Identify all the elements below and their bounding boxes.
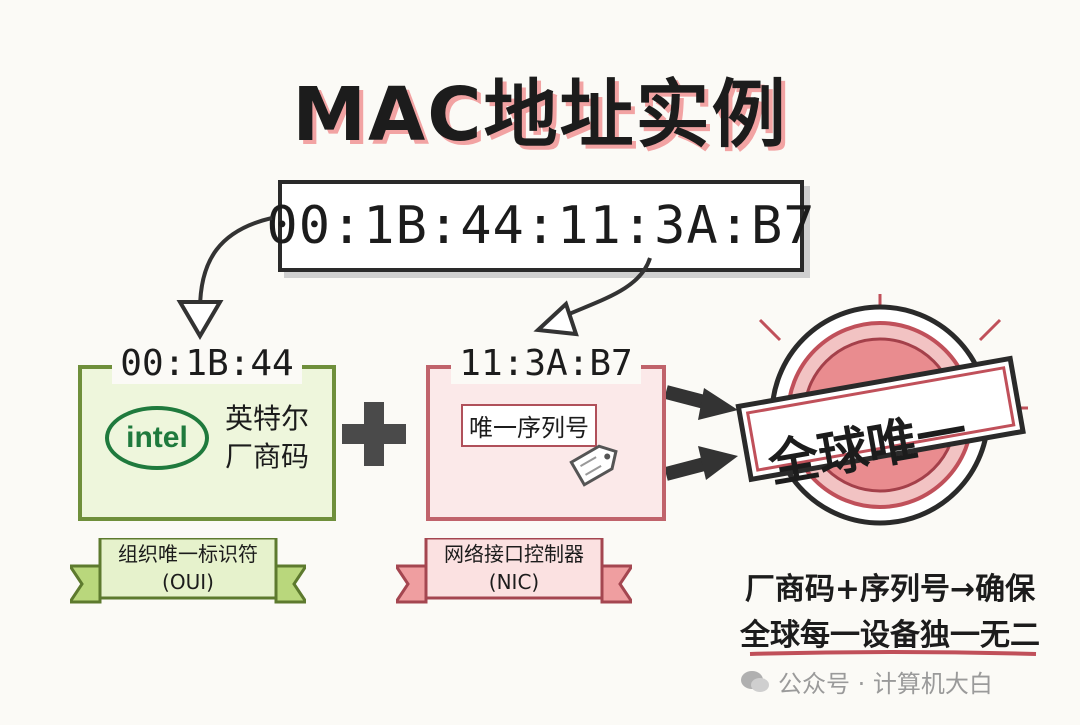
arrow-icon: [698, 446, 738, 480]
watermark-text: 公众号 · 计算机大白: [778, 670, 993, 698]
mac-address-box: 00:1B:44:11:3A:B7: [266, 180, 815, 272]
nic-banner-line2: (NIC): [488, 570, 540, 594]
arrow-icon: [176, 300, 224, 340]
nic-desc: 唯一序列号: [461, 404, 597, 447]
arrow-icon: [559, 257, 652, 320]
nic-value: 11:3A:B7: [451, 343, 641, 384]
summary-line-2: 全球每一设备独一无二: [740, 618, 1040, 653]
oui-banner-line1: 组织唯一标识符: [118, 542, 258, 566]
oui-banner-line2: (OUI): [162, 570, 214, 594]
oui-desc-line1: 英特尔: [224, 402, 309, 435]
arrow-icon: [698, 388, 738, 420]
oui-value: 00:1B:44: [112, 343, 302, 384]
nic-box: 11:3A:B7 唯一序列号: [426, 343, 666, 521]
arrow-icon: [533, 300, 579, 337]
summary-underline: [749, 650, 1037, 656]
nic-banner: 网络接口控制器 (NIC): [396, 538, 632, 610]
intel-logo: intel: [104, 406, 209, 470]
oui-desc-line2: 厂商码: [224, 440, 309, 473]
nic-banner-line1: 网络接口控制器: [444, 542, 584, 566]
oui-banner: 组织唯一标识符 (OUI): [70, 538, 306, 610]
plus-icon: [342, 402, 406, 466]
arrow-icon: [198, 216, 273, 311]
wechat-icon: [741, 670, 769, 692]
page-title: MAC地址实例: [292, 72, 788, 158]
oui-box: 00:1B:44 intel 英特尔 厂商码: [78, 343, 336, 521]
tag-icon: [569, 444, 618, 487]
summary-line-1: 厂商码+序列号→确保: [744, 572, 1036, 607]
global-unique-badge: [735, 294, 1028, 526]
watermark: 公众号 · 计算机大白: [740, 664, 993, 699]
